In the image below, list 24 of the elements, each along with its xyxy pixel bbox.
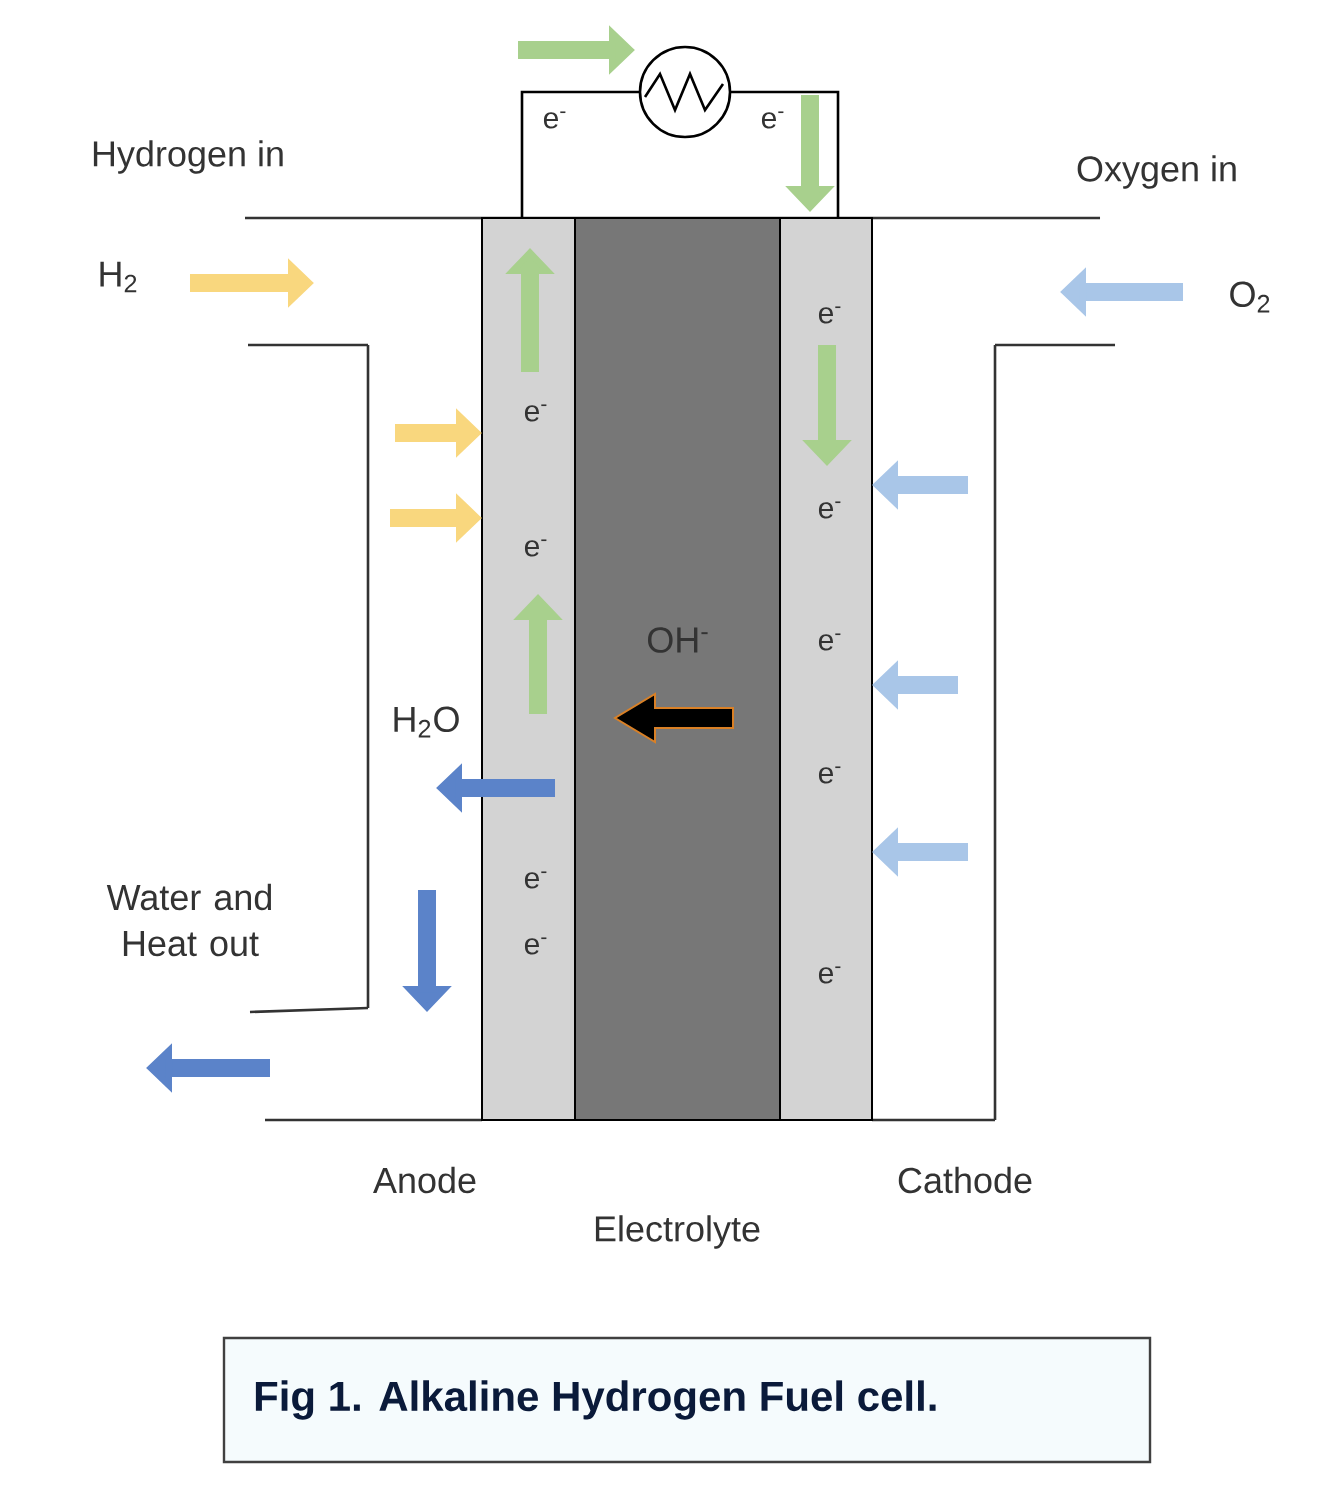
inlet-label: Oxygen in (1077, 155, 1236, 189)
wire (730, 90, 840, 218)
electron-label: e$^{-}$ (818, 306, 841, 324)
electron-label: e$^{-}$ (524, 404, 547, 422)
resistor-symbol (638, 45, 732, 139)
electron-label: e$^{-}$ (524, 937, 547, 955)
electron-label: e$^{-}$ (761, 111, 784, 129)
node-label: Electrolyte (595, 1215, 760, 1249)
gas-label: O$_{2}$ (1230, 281, 1270, 313)
ion-label: OH$^{-}$ (648, 627, 708, 653)
caption-box: Fig 1. Alkaline Hydrogen Fuel cell. (222, 1336, 1152, 1464)
electron-label: e$^{-}$ (818, 966, 841, 984)
electron-label: e$^{-}$ (524, 871, 547, 889)
electron-label: e$^{-}$ (818, 633, 841, 651)
inlet-label: Hydrogen in (93, 140, 283, 174)
electron-label: e$^{-}$ (543, 111, 566, 129)
wire (520, 90, 640, 218)
outlet-label: Water and Heat out (106, 883, 271, 957)
node-label: Cathode (898, 1166, 1032, 1194)
electron-label: e$^{-}$ (818, 501, 841, 519)
gas-label: H$_{2}$ (100, 261, 137, 293)
electron-label: e$^{-}$ (524, 539, 547, 557)
node-label: Anode (373, 1166, 476, 1194)
electron-label: e$^{-}$ (818, 766, 841, 784)
